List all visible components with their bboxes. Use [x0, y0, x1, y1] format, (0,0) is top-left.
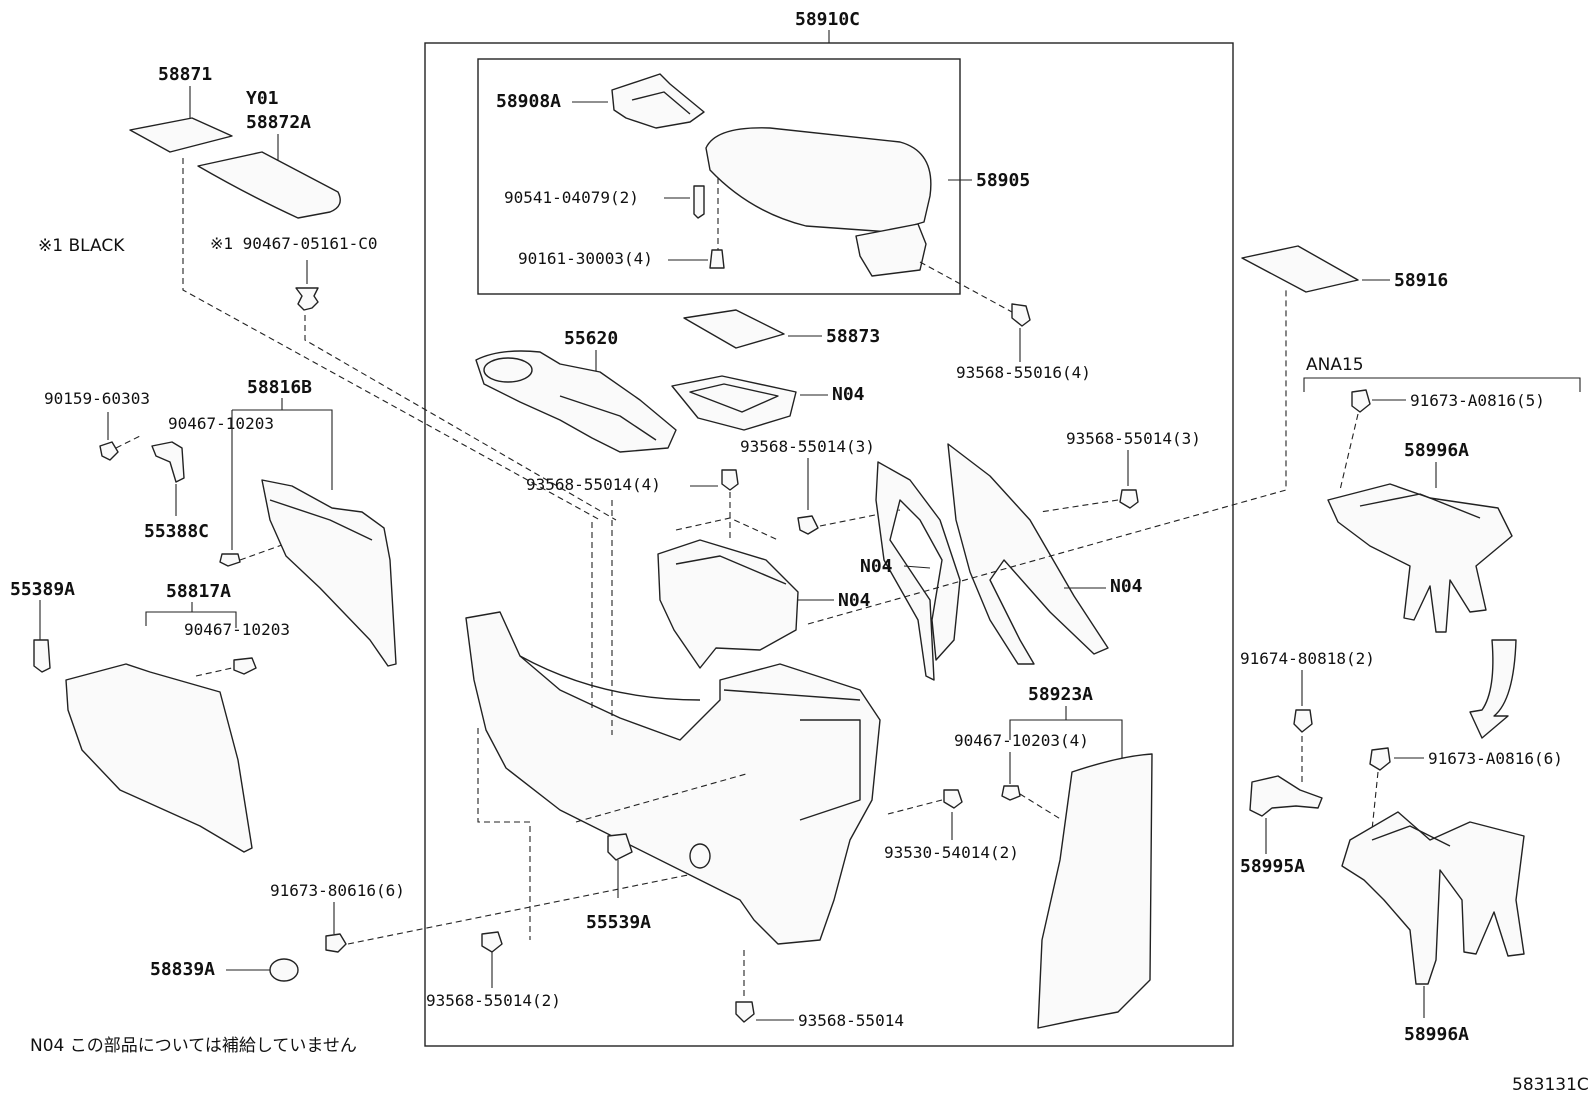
bolt-91674-80818 [1293, 709, 1313, 733]
label-93568-55014-2[interactable]: 93568-55014(2) [426, 991, 561, 1010]
label-ANA15[interactable]: ANA15 [1306, 355, 1364, 375]
label-91674-80818[interactable]: 91674-80818(2) [1240, 649, 1375, 668]
label-N04-a[interactable]: N04 [832, 384, 865, 405]
footnote-N04: N04 この部品については補給していません [30, 1036, 357, 1056]
label-93530-54014[interactable]: 93530-54014(2) [884, 843, 1019, 862]
black-note: ※1 BLACK [38, 236, 125, 256]
bracket-55388C [151, 441, 185, 483]
bracket-58995A [1249, 775, 1323, 817]
label-58996A-top[interactable]: 58996A [1404, 440, 1469, 461]
label-55389A[interactable]: 55389A [10, 579, 75, 600]
screw-93568-55014-single [735, 1001, 755, 1023]
label-58839A[interactable]: 58839A [150, 959, 215, 980]
label-Y01[interactable]: Y01 [246, 88, 279, 109]
label-58872A[interactable]: 58872A [246, 112, 311, 133]
label-58817A[interactable]: 58817A [166, 581, 231, 602]
label-90467-10203-b[interactable]: 90467-10203 [184, 620, 290, 639]
armrest-hinge [855, 223, 927, 277]
label-93568-55016[interactable]: 93568-55016(4) [956, 363, 1091, 382]
screw-93568-55014-3b [1119, 489, 1139, 509]
label-91673-A0816-6[interactable]: 91673-A0816(6) [1428, 749, 1563, 768]
bolt-91673-A0816-6 [1369, 747, 1391, 771]
label-N04-d[interactable]: N04 [1110, 576, 1143, 597]
screw-93568-55016 [1011, 303, 1031, 327]
bolt-91673-A0816-5 [1351, 389, 1371, 413]
pad-58871 [129, 117, 233, 153]
label-91673-80616[interactable]: 91673-80616(6) [270, 881, 405, 900]
label-93568-55014-4[interactable]: 93568-55014(4) [526, 475, 661, 494]
bracket-58996A-bottom [1341, 811, 1525, 985]
diagram-code: 583131C [1512, 1075, 1589, 1095]
label-55388C[interactable]: 55388C [144, 521, 209, 542]
clip-55389A [33, 639, 51, 673]
console-body [465, 611, 881, 945]
label-58995A[interactable]: 58995A [1240, 856, 1305, 877]
label-58873[interactable]: 58873 [826, 326, 880, 347]
armrest-lid-58905 [705, 127, 932, 233]
screw-93568-55014-3a [797, 515, 819, 535]
label-58908A[interactable]: 58908A [496, 91, 561, 112]
mat-58916 [1241, 245, 1359, 293]
label-58905[interactable]: 58905 [976, 170, 1030, 191]
cap-58839A [269, 958, 299, 982]
label-90467-05161[interactable]: ※1 90467-05161-C0 [210, 234, 378, 253]
screw-93568-55014-2 [481, 931, 503, 953]
panel-58923A [1037, 753, 1153, 1029]
clip-90467-05161 [295, 287, 319, 311]
label-N04-c[interactable]: N04 [860, 556, 893, 577]
mat-58873 [683, 309, 785, 349]
arrow-indicator [1469, 639, 1517, 739]
label-58910C[interactable]: 58910C [795, 9, 860, 30]
label-58871[interactable]: 58871 [158, 64, 212, 85]
hinge-58908A [611, 73, 705, 129]
label-90467-10203-4[interactable]: 90467-10203(4) [954, 731, 1089, 750]
label-55620[interactable]: 55620 [564, 328, 618, 349]
tray-N04 [671, 375, 797, 431]
screw-90541-04079 [693, 185, 705, 219]
label-58916[interactable]: 58916 [1394, 270, 1448, 291]
label-90467-10203-a[interactable]: 90467-10203 [168, 414, 274, 433]
bracket-N04-right [947, 443, 1109, 665]
panel-58817A [65, 663, 253, 853]
label-90159-60303[interactable]: 90159-60303 [44, 389, 150, 408]
screw-90159-60303 [99, 441, 119, 461]
trim-55539A [607, 833, 633, 861]
label-N04-b[interactable]: N04 [838, 590, 871, 611]
label-91673-A0816-5[interactable]: 91673-A0816(5) [1410, 391, 1545, 410]
bolt-91673-80616 [325, 933, 347, 953]
screw-93530-54014 [943, 789, 963, 809]
label-58816B[interactable]: 58816B [247, 377, 312, 398]
label-58996A-bottom[interactable]: 58996A [1404, 1024, 1469, 1045]
storage-box-N04 [657, 539, 799, 669]
armrest-subframe [477, 58, 961, 295]
bracket-58996A-top [1327, 483, 1513, 633]
screw-93568-55014-4 [721, 469, 739, 491]
clip-90467-10203-a [219, 553, 241, 567]
label-55539A[interactable]: 55539A [586, 912, 651, 933]
label-93568-55014-single[interactable]: 93568-55014 [798, 1011, 904, 1030]
screw-90161-30003 [709, 249, 725, 269]
panel-58816B [261, 479, 397, 667]
label-90541-04079[interactable]: 90541-04079(2) [504, 188, 639, 207]
clip-90467-10203-4 [1001, 785, 1021, 801]
label-93568-55014-3a[interactable]: 93568-55014(3) [740, 437, 875, 456]
clip-90467-10203-b [233, 657, 257, 675]
bracket-N04-left [875, 461, 961, 681]
label-90161-30003[interactable]: 90161-30003(4) [518, 249, 653, 268]
label-58923A[interactable]: 58923A [1028, 684, 1093, 705]
label-93568-55014-3b[interactable]: 93568-55014(3) [1066, 429, 1201, 448]
pad-58872A [197, 151, 341, 219]
